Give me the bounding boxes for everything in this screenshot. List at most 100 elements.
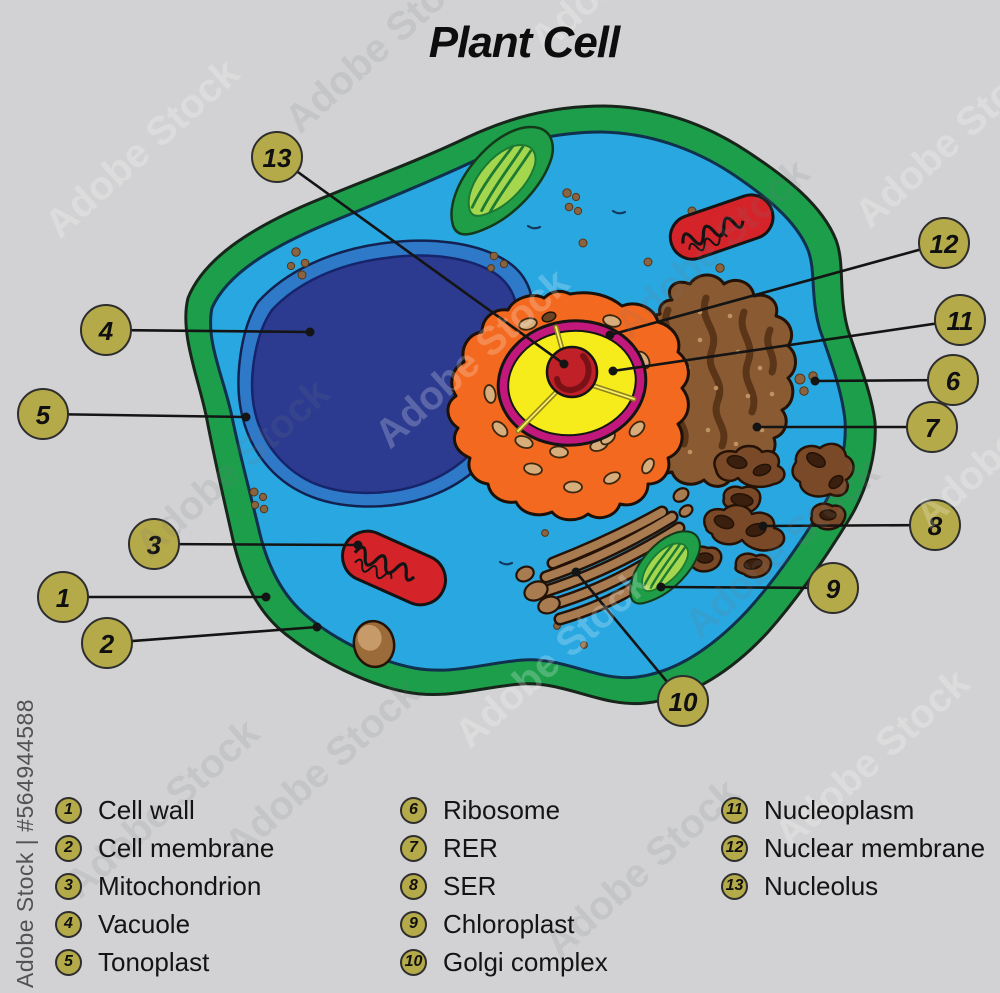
- legend-number-badge: 6: [400, 796, 427, 824]
- cytoplasm-dashes: [498, 209, 627, 566]
- nucleolus-swirl: [554, 353, 592, 393]
- leader-dot-chloroplast: [656, 582, 666, 592]
- ser: [687, 442, 855, 579]
- leader-line-nuclear-membrane: [609, 241, 945, 337]
- mitochondrion-top: [668, 193, 775, 261]
- legend-label: RER: [443, 832, 498, 863]
- legend-label: Cell wall: [98, 794, 195, 825]
- leader-dot-cell-membrane: [312, 622, 322, 632]
- leader-line-vacuole: [105, 328, 311, 334]
- legend-number-badge: 11: [721, 796, 748, 824]
- nucleus: [446, 289, 690, 522]
- callout-number-mitochondrion: 3: [147, 530, 162, 560]
- leader-dot-rer: [752, 422, 762, 432]
- leader-dot-golgi-complex: [571, 567, 581, 577]
- legend-item-chloroplast: 9 Chloroplast: [400, 908, 575, 939]
- leader-dot-ser: [758, 521, 768, 531]
- legend-label: Nucleolus: [764, 870, 879, 901]
- legend-item-ser: 8 SER: [400, 870, 497, 901]
- legend-label: Nucleoplasm: [764, 794, 915, 825]
- legend-number-badge: 3: [55, 872, 82, 900]
- callout-number-ser: 8: [928, 511, 943, 541]
- legend-label: Cell membrane: [98, 832, 275, 863]
- legend-item-vacuole: 4 Vacuole: [55, 908, 191, 939]
- legend-number-badge: 10: [400, 948, 427, 976]
- callout-number-cell-membrane: 2: [99, 629, 115, 659]
- vesicle: [352, 619, 396, 669]
- leader-line-ser: [762, 523, 936, 528]
- legend-label: Vacuole: [98, 908, 191, 939]
- legend-label: Tonoplast: [98, 946, 210, 977]
- leader-line-nucleoplasm: [612, 318, 961, 373]
- legend-number-badge: 12: [721, 834, 748, 862]
- chloroplast-top: [450, 125, 554, 236]
- legend-number-badge: 9: [400, 910, 427, 938]
- callout-number-tonoplast: 5: [36, 400, 51, 430]
- page-title: Plant Cell: [428, 18, 620, 67]
- callout-circle-chloroplast: [807, 562, 859, 614]
- callout-circle-golgi-complex: [657, 675, 709, 727]
- callout-number-golgi-complex: 10: [669, 687, 698, 717]
- leader-dot-nucleoplasm: [608, 366, 618, 376]
- legend-item-ribosome: 6 Ribosome: [400, 794, 561, 825]
- legend-item-cell-wall: 1 Cell wall: [55, 794, 195, 825]
- callout-circle-nucleoplasm: [934, 294, 986, 346]
- callout-number-nucleolus: 13: [263, 143, 292, 173]
- leader-line-tonoplast: [42, 412, 247, 419]
- leader-dot-vacuole: [305, 327, 315, 337]
- leader-line-chloroplast: [660, 585, 834, 590]
- callout-circle-cell-membrane: [81, 617, 133, 669]
- callout-circle-nuclear-membrane: [918, 217, 970, 269]
- legend-item-nucleolus: 13 Nucleolus: [721, 870, 879, 901]
- leader-dot-cell-wall: [261, 592, 271, 602]
- leader-dot-tonoplast: [241, 412, 251, 422]
- watermark-text: Adobe Stock: [767, 660, 979, 857]
- mitochondrion-left: [341, 529, 447, 607]
- callout-number-nuclear-membrane: 12: [930, 229, 959, 259]
- callout-circle-cell-wall: [37, 571, 89, 623]
- leader-dot-mitochondrion: [353, 540, 363, 550]
- callout-number-vacuole: 4: [98, 316, 114, 346]
- callout-circle-nucleolus: [251, 131, 303, 183]
- legend-item-rer: 7 RER: [400, 832, 498, 863]
- callout-number-nucleoplasm: 11: [947, 306, 974, 336]
- legend-item-cell-membrane: 2 Cell membrane: [55, 832, 275, 863]
- legend-label: Chloroplast: [443, 908, 575, 939]
- legend-item-nuclear-membrane: 12 Nuclear membrane: [721, 832, 986, 863]
- legend-item-mitochondrion: 3 Mitochondrion: [55, 870, 262, 901]
- legend-label: Ribosome: [443, 794, 561, 825]
- dark-granule: [541, 311, 557, 323]
- legend-number-badge: 1: [55, 796, 82, 824]
- callout-circle-rer: [906, 401, 958, 453]
- callout-circle-ser: [909, 499, 961, 551]
- legend-number-badge: 8: [400, 872, 427, 900]
- leader-dot-nucleolus: [559, 359, 569, 369]
- leader-line-golgi-complex: [574, 571, 685, 702]
- legend-item-nucleoplasm: 11 Nucleoplasm: [721, 794, 915, 825]
- legend-label: SER: [443, 870, 497, 901]
- adobe-stock-id-watermark: Adobe Stock | #564944588: [12, 698, 38, 988]
- watermark-text: Adobe Stock: [847, 40, 1000, 237]
- legend-number-badge: 7: [400, 834, 427, 862]
- callout-circle-vacuole: [80, 304, 132, 356]
- legend-label: Nuclear membrane: [764, 832, 986, 863]
- legend-number-badge: 4: [55, 910, 82, 938]
- callout-number-chloroplast: 9: [826, 574, 841, 604]
- leader-dot-ribosome: [810, 376, 820, 386]
- legend-number-badge: 13: [721, 872, 748, 900]
- leader-line-nucleolus: [276, 155, 565, 366]
- callout-circle-mitochondrion: [128, 518, 180, 570]
- callout-number-cell-wall: 1: [56, 583, 70, 613]
- callout-circle-tonoplast: [17, 388, 69, 440]
- leader-line-cell-membrane: [106, 625, 318, 645]
- leader-line-mitochondrion: [153, 542, 359, 547]
- callout-number-rer: 7: [925, 413, 941, 443]
- callout-circle-ribosome: [927, 354, 979, 406]
- legend-number-badge: 2: [55, 834, 82, 862]
- leader-dot-nuclear-membrane: [605, 330, 615, 340]
- legend-label: Mitochondrion: [98, 870, 262, 901]
- callout-number-ribosome: 6: [946, 366, 961, 396]
